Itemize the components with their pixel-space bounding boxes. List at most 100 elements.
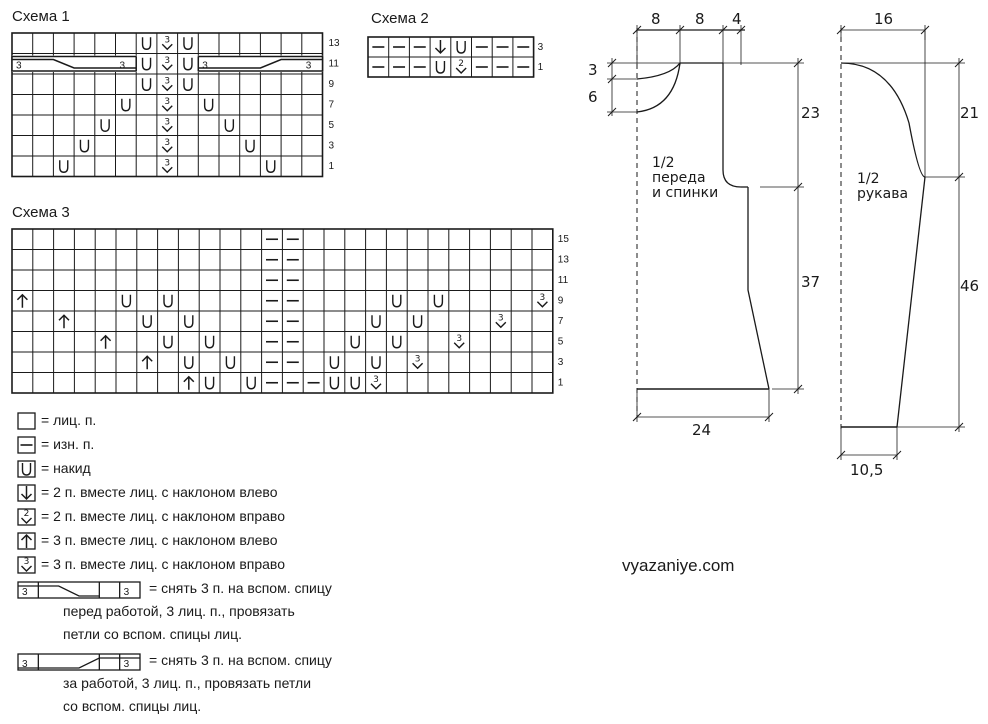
row-number: 5 (558, 337, 564, 348)
k2tog-right-icon: 2 (455, 59, 467, 74)
legend-k2tog-right: = 2 п. вместе лиц. с наклоном вправо (41, 508, 286, 524)
dimension-tick (607, 107, 617, 117)
dimension-tick (607, 74, 617, 84)
row-number: 11 (329, 59, 340, 70)
k3tog-left-icon (141, 355, 153, 370)
yarn-over-icon (121, 98, 131, 112)
yarn-over-icon (100, 119, 110, 132)
dec-number-label: 2 (24, 509, 30, 519)
row-number: 7 (329, 100, 335, 111)
row-number: 13 (329, 38, 341, 49)
yarn-over-icon (183, 78, 193, 91)
yarn-over-icon (350, 376, 360, 390)
dimension-tick (736, 25, 746, 35)
legend-cable-back-line1: = снять 3 п. на вспом. спицу (149, 652, 332, 668)
yarn-over-icon (225, 356, 236, 369)
k3tog-left-icon (20, 533, 33, 548)
yarn-over-icon (433, 294, 444, 308)
dec-number-label: 3 (164, 158, 170, 168)
yarn-over-icon (371, 315, 381, 328)
dimension-tick (675, 25, 685, 35)
k3tog-right-icon: 3 (370, 375, 382, 390)
k3tog-right-icon: 3 (495, 313, 507, 329)
scheme1-title: Схема 1 (12, 8, 70, 25)
row-number: 1 (329, 161, 335, 172)
legend-swatch (17, 508, 36, 526)
dimension-tick (632, 412, 642, 422)
body-dim-side: 37 (801, 273, 821, 291)
cable-cross-icon (197, 55, 324, 72)
dimension-tick (954, 422, 964, 432)
yarn-over-icon (79, 139, 90, 153)
k2tog-right-icon: 2 (21, 509, 32, 524)
yarn-over-icon (456, 41, 466, 54)
legend-yarn-over: = накид (41, 460, 91, 476)
dimension-tick (892, 450, 902, 460)
row-number: 15 (558, 234, 570, 245)
legend-k2tog-left: = 2 п. вместе лиц. с наклоном влево (41, 484, 278, 500)
cable-count-label: 3 (22, 587, 28, 598)
body-dim-top-left: 8 (651, 10, 661, 28)
dimension-tick (836, 25, 846, 35)
body-label-half: 1/2 (652, 155, 675, 171)
legend-swatch (17, 412, 36, 430)
scheme2-grid (367, 36, 535, 78)
yarn-over-icon (59, 160, 69, 173)
side-seam (747, 187, 770, 390)
legend-cable-back-line2: за работой, 3 лиц. п., провязать петли (63, 675, 312, 691)
yarn-over-icon (183, 37, 193, 50)
row-number: 5 (329, 120, 335, 131)
yarn-over-icon (183, 57, 193, 71)
row-number: 1 (558, 378, 564, 389)
dimension-tick (607, 58, 617, 68)
sleeve-dim-top: 16 (874, 10, 894, 28)
body-label-back: и спинки (652, 185, 719, 201)
dec-number-label: 3 (456, 334, 462, 344)
cable-cross-icon (11, 55, 137, 72)
k3tog-right-icon: 3 (161, 97, 173, 112)
dec-number-label: 3 (164, 35, 170, 45)
legend-k3tog-left: = 3 п. вместе лиц. с наклоном влево (41, 532, 278, 548)
legend-cable-front-line3: петли со вспом. спицы лиц. (63, 626, 243, 642)
sleeve-underarm-seam (896, 176, 926, 428)
yarn-over-icon (163, 294, 173, 308)
yarn-over-icon (141, 78, 152, 91)
k3tog-right-icon: 3 (161, 158, 173, 174)
k3tog-left-icon (100, 334, 112, 349)
yarn-over-icon (141, 37, 152, 50)
k2tog-left-icon (434, 40, 446, 55)
cable-count-label: 3 (306, 61, 312, 72)
front-neck-curve (636, 62, 681, 113)
cable-count-label: 3 (202, 61, 208, 72)
yarn-over-icon (142, 315, 152, 328)
row-number: 13 (558, 255, 570, 266)
cable-cross-icon (17, 653, 141, 671)
row-number: 3 (558, 357, 564, 368)
dimension-tick (954, 58, 964, 68)
dimension-tick (793, 58, 803, 68)
cable-cross-icon (17, 581, 141, 599)
k3tog-right-icon: 3 (161, 138, 173, 153)
scheme3-title: Схема 3 (12, 204, 70, 221)
dimension-tick (793, 182, 803, 192)
k3tog-right-icon: 3 (21, 557, 32, 572)
yarn-over-icon (184, 356, 194, 369)
k3tog-right-icon: 3 (161, 56, 173, 71)
sleeve-label-sleeve: рукава (857, 186, 909, 202)
body-dim-armhole: 23 (801, 104, 821, 122)
cable-count-label: 3 (120, 61, 126, 72)
yarn-over-icon (435, 61, 446, 74)
row-number: 11 (558, 275, 569, 286)
dimension-tick (793, 384, 803, 394)
legend-knit: = лиц. п. (41, 412, 97, 428)
cable-count-label: 3 (124, 659, 130, 670)
legend-cable-front-line2: перед работой, 3 лиц. п., провязать (63, 603, 295, 619)
k3tog-left-icon (183, 375, 195, 390)
dec-number-label: 3 (164, 97, 170, 107)
armhole-curve (722, 63, 742, 188)
